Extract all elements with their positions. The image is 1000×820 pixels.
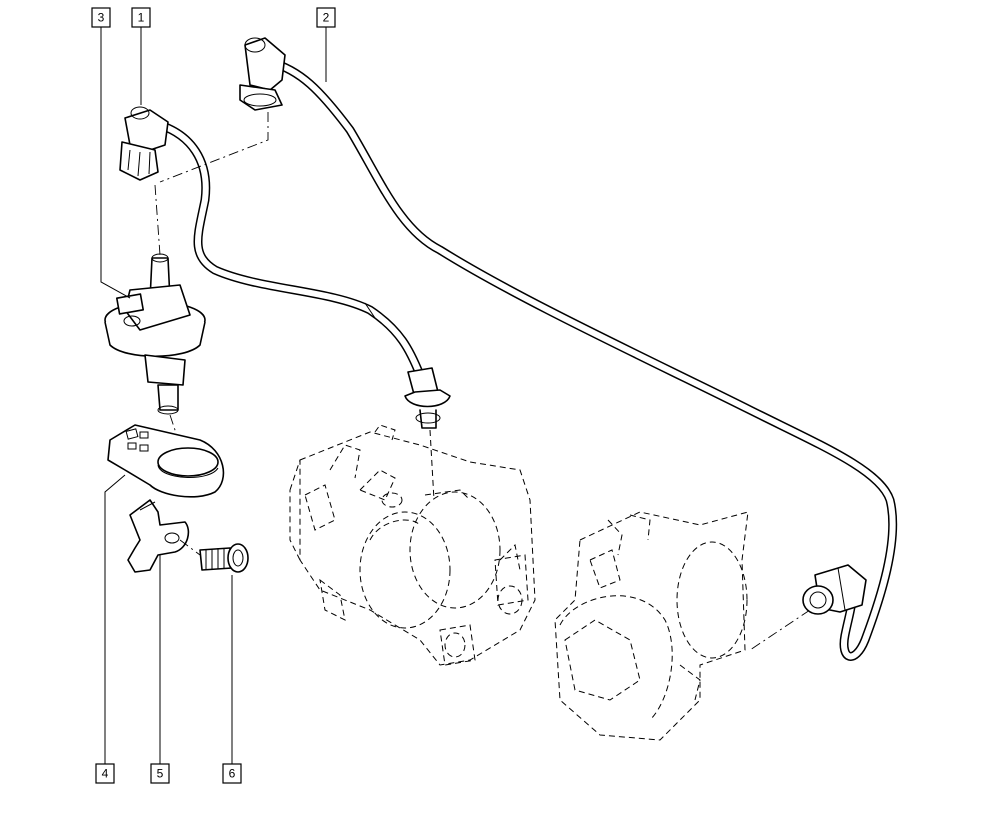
svg-text:6: 6 — [229, 767, 236, 781]
valve-axis-line-top — [154, 184, 161, 256]
hose-1-end-connector — [404, 367, 451, 429]
throttle-port-axis — [429, 429, 435, 501]
intake-housing-hidden — [554, 511, 749, 741]
elbow-connector-1 — [119, 106, 169, 181]
callout-4: 4 — [95, 763, 115, 784]
callout-5: 5 — [150, 763, 170, 784]
hose-part-1 — [155, 120, 425, 380]
clip-part-5 — [127, 499, 190, 573]
assembly-axis-line — [159, 112, 269, 183]
screw-part-6 — [199, 543, 249, 573]
leader-lines — [100, 27, 327, 764]
throttle-body-hidden — [289, 424, 536, 666]
callout-1: 1 — [131, 7, 151, 28]
elbow-connector-2 — [239, 37, 286, 111]
svg-text:5: 5 — [157, 767, 164, 781]
callout-3: 3 — [91, 7, 111, 28]
callout-6: 6 — [222, 763, 242, 784]
svg-text:4: 4 — [102, 767, 109, 781]
bracket-part-4 — [107, 424, 225, 498]
svg-text:3: 3 — [98, 11, 105, 25]
purge-valve-part-3 — [104, 253, 206, 415]
rear-port-axis — [749, 609, 811, 651]
screw-axis-line — [179, 539, 201, 556]
svg-text:1: 1 — [138, 11, 145, 25]
hose-part-2 — [265, 57, 898, 661]
svg-text:2: 2 — [323, 11, 330, 25]
callout-2: 2 — [316, 7, 336, 28]
hose-2-end-connector — [802, 564, 867, 615]
